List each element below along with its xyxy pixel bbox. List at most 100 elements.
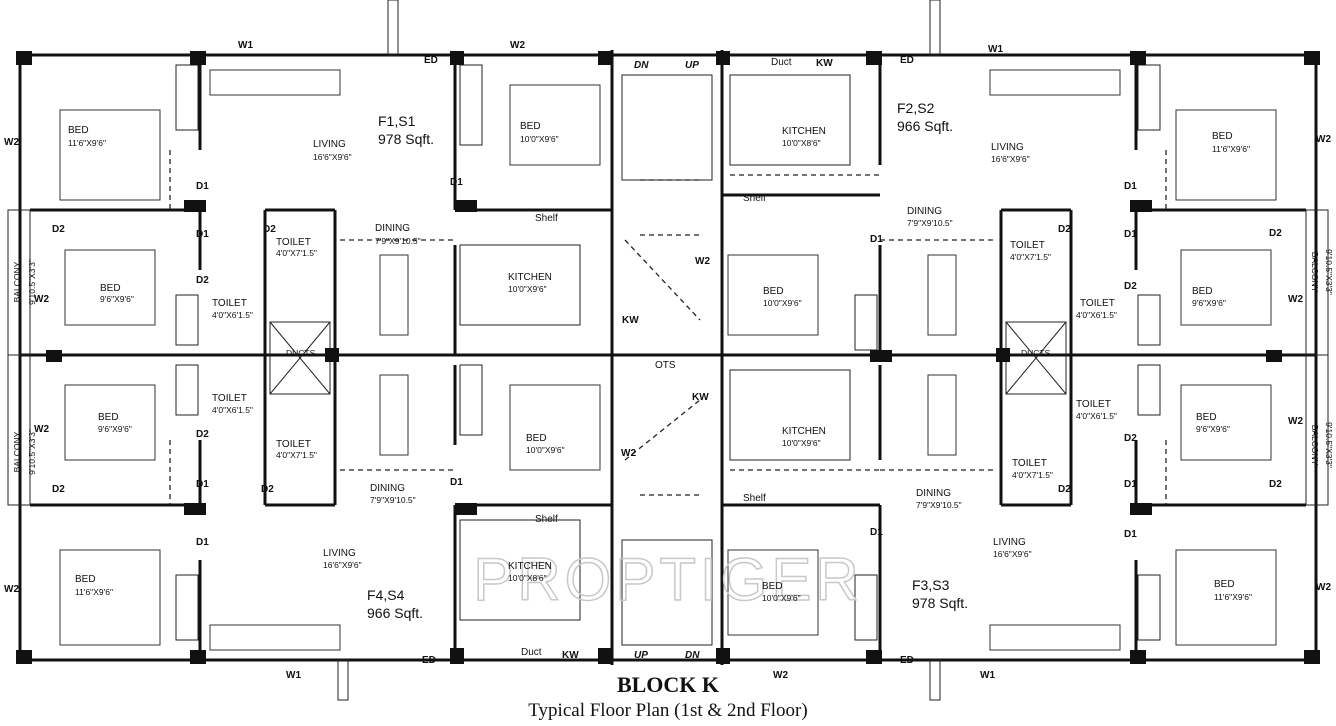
room-dim: 11'6"X9'6" xyxy=(1212,144,1250,154)
room-dim: 4'0"X6'1.5" xyxy=(212,405,253,415)
door-code: D2 xyxy=(1124,281,1137,292)
room-label: BED xyxy=(68,125,89,136)
room-label: BED xyxy=(1192,286,1213,297)
plan-title: BLOCK K xyxy=(616,672,720,697)
room-label: TOILET xyxy=(1076,399,1111,410)
unit-f2s2-name: F2,S2 xyxy=(897,100,935,116)
unit-f1s1-area: 978 Sqft. xyxy=(378,131,434,147)
door-code: ED xyxy=(900,55,914,66)
door-code: D1 xyxy=(1124,181,1137,192)
room-label: TOILET xyxy=(276,237,311,248)
room-dim: 10'0"X9'6" xyxy=(520,134,559,144)
room-dim: 7'9"X9'10.5" xyxy=(916,500,962,510)
room-dim: 11'6"X9'6" xyxy=(1214,592,1252,602)
room-dim: 16'6"X9'6" xyxy=(993,549,1032,559)
door-code: D1 xyxy=(196,181,209,192)
staircase xyxy=(621,74,713,646)
window-code: W2 xyxy=(34,294,49,305)
window-code: W2 xyxy=(510,40,525,51)
unit-labels: F1,S1 978 Sqft. F2,S2 966 Sqft. F4,S4 96… xyxy=(367,100,968,621)
room-dim: 10'0"X9'6" xyxy=(762,593,801,603)
room-label: TOILET xyxy=(276,439,311,450)
window-code: W2 xyxy=(1288,416,1303,427)
stair-dn-label: DN xyxy=(685,650,700,661)
room-dim: 4'0"X7'1.5" xyxy=(276,248,317,258)
balcony-dim: 9'10.5"X3'3" xyxy=(27,259,37,305)
window-code: W1 xyxy=(286,670,301,681)
window-code: W1 xyxy=(238,40,253,51)
window-code: W1 xyxy=(988,44,1003,55)
kw-code: KW xyxy=(692,392,709,403)
window-code: W2 xyxy=(1288,294,1303,305)
door-code: D2 xyxy=(52,484,65,495)
ducts-label: DUCTS xyxy=(286,348,316,358)
room-dim: 7'9"X9'10.5" xyxy=(375,236,421,246)
duct-label: Duct xyxy=(771,57,792,68)
room-dim: 9'6"X9'6" xyxy=(98,424,132,434)
door-code: ED xyxy=(900,655,914,666)
unit-f1s1-name: F1,S1 xyxy=(378,113,416,129)
room-dim: 7'9"X9'10.5" xyxy=(370,495,416,505)
unit-f3s3-name: F3,S3 xyxy=(912,577,950,593)
balcony-dim: 9'10.5"X3'3" xyxy=(1324,249,1334,295)
room-label: DINING xyxy=(916,488,951,499)
door-code: D2 xyxy=(1058,484,1071,495)
shelf-label: Shelf xyxy=(743,493,766,504)
room-label: BED xyxy=(98,412,119,423)
room-dim: 16'6"X9'6" xyxy=(991,154,1030,164)
room-label: KITCHEN xyxy=(508,561,552,572)
door-code: D2 xyxy=(261,484,274,495)
window-code: W2 xyxy=(4,137,19,148)
room-dim: 11'6"X9'6" xyxy=(75,587,113,597)
room-label: BED xyxy=(1212,131,1233,142)
room-label: BED xyxy=(763,286,784,297)
room-dim: 16'6"X9'6" xyxy=(313,152,352,162)
window-code: W2 xyxy=(1316,134,1331,145)
room-label: BED xyxy=(1214,579,1235,590)
door-code: D2 xyxy=(263,224,276,235)
room-label: TOILET xyxy=(212,393,247,404)
door-code: D2 xyxy=(1058,224,1071,235)
room-dim: 10'0"X8'6" xyxy=(782,138,821,148)
door-code: D1 xyxy=(870,234,883,245)
room-dim: 7'9"X9'10.5" xyxy=(907,218,953,228)
door-code: D1 xyxy=(450,477,463,488)
kw-code: KW xyxy=(816,58,833,69)
shelf-label: Shelf xyxy=(535,514,558,525)
room-label: LIVING xyxy=(313,139,346,150)
room-dim: 9'6"X9'6" xyxy=(1196,424,1230,434)
room-label: KITCHEN xyxy=(782,126,826,137)
room-dim: 9'6"X9'6" xyxy=(100,294,134,304)
plan-drawing xyxy=(7,0,1329,701)
window-code: W1 xyxy=(980,670,995,681)
room-dim: 4'0"X6'1.5" xyxy=(1076,310,1117,320)
door-code: D1 xyxy=(870,527,883,538)
balcony-label: BALCONY xyxy=(12,261,22,302)
door-code: D1 xyxy=(196,479,209,490)
stair-up-label: UP xyxy=(634,650,648,661)
room-label: BED xyxy=(526,433,547,444)
room-label: BED xyxy=(100,283,121,294)
unit-f4s4-name: F4,S4 xyxy=(367,587,405,603)
room-label: TOILET xyxy=(212,298,247,309)
window-code: W2 xyxy=(4,584,19,595)
room-label: KITCHEN xyxy=(782,426,826,437)
stair-dn-label: DN xyxy=(634,60,649,71)
ducts-label: DUCTS xyxy=(1021,348,1051,358)
room-label: BED xyxy=(762,581,783,592)
room-dim: 4'0"X6'1.5" xyxy=(212,310,253,320)
stair-up-label: UP xyxy=(685,60,699,71)
room-label: TOILET xyxy=(1010,240,1045,251)
room-label: BED xyxy=(520,121,541,132)
balcony-label: BALCONY xyxy=(1310,252,1320,293)
room-dim: 9'6"X9'6" xyxy=(1192,298,1226,308)
watermark: PROPTIGER xyxy=(473,546,862,613)
room-dim: 10'0"X9'6" xyxy=(526,445,565,455)
ots-label: OTS xyxy=(655,360,676,371)
door-code: D1 xyxy=(450,177,463,188)
plan-subtitle: Typical Floor Plan (1st & 2nd Floor) xyxy=(528,700,808,721)
room-dim: 10'0"X9'6" xyxy=(782,438,821,448)
door-code: D2 xyxy=(52,224,65,235)
room-dim: 10'0"X9'6" xyxy=(763,298,802,308)
